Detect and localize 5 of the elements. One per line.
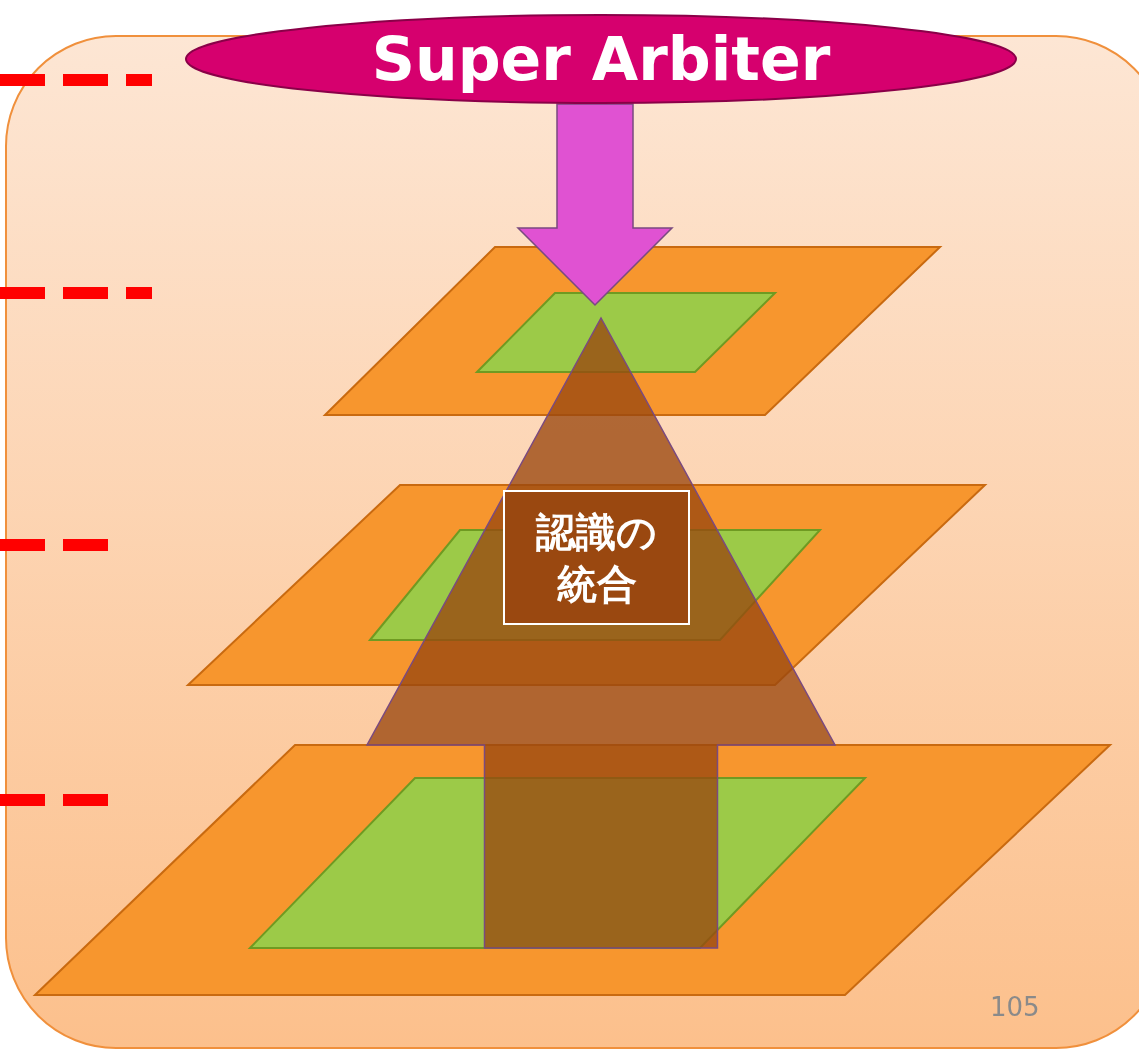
edge-label: 認識の統合 [503,490,690,625]
title-text: Super Arbiter [371,24,831,94]
title-ellipse [185,14,1017,104]
block-arrow [516,103,674,307]
page-number: 105 [990,992,1040,1022]
